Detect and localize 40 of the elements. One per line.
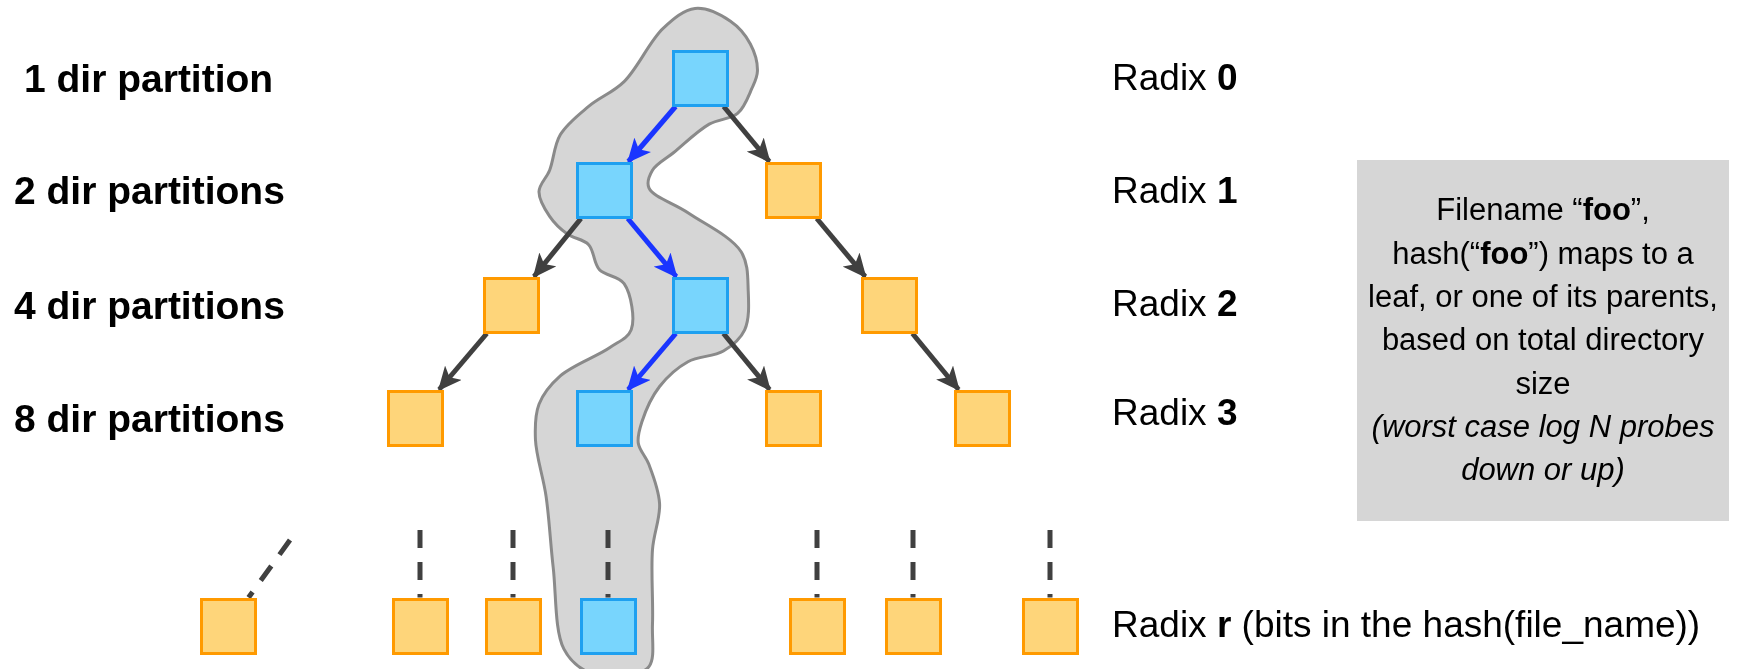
partition-box bbox=[391, 597, 449, 655]
radix-label: Radix 2 bbox=[1112, 284, 1238, 322]
partition-box bbox=[575, 161, 633, 219]
dashed-connector bbox=[510, 530, 516, 598]
partition-box bbox=[484, 597, 542, 655]
partition-box bbox=[884, 597, 942, 655]
level-label: 4 dir partitions bbox=[14, 285, 285, 325]
dashed-connector bbox=[910, 530, 916, 598]
note-text: Filename “foo”, hash(“foo”) maps to a leaf, or one of its parents, based on total directory size bbox=[1367, 191, 1719, 403]
partition-box bbox=[575, 389, 633, 447]
arrow bbox=[626, 104, 678, 164]
partition-box bbox=[953, 389, 1011, 447]
partition-box bbox=[386, 389, 444, 447]
note-panel bbox=[1357, 159, 1729, 521]
level-label: 8 dir partitions bbox=[14, 398, 285, 438]
arrow bbox=[626, 331, 678, 392]
partition-box bbox=[671, 276, 729, 334]
partition-box bbox=[199, 597, 257, 655]
note-remark: (worst case log N probes down or up) bbox=[1370, 408, 1716, 490]
partition-box bbox=[1021, 597, 1079, 655]
arrow bbox=[532, 216, 583, 279]
arrow bbox=[437, 331, 489, 392]
radix-label: Radix 1 bbox=[1112, 171, 1238, 209]
radix-label: Radix 0 bbox=[1112, 58, 1238, 96]
partition-box bbox=[764, 389, 822, 447]
dashed-connector bbox=[605, 530, 611, 598]
partition-box bbox=[788, 597, 846, 655]
partition-box bbox=[671, 49, 729, 107]
partition-box bbox=[579, 597, 637, 655]
dashed-connector bbox=[1047, 530, 1053, 598]
radix-label: Radix 3 bbox=[1112, 393, 1238, 431]
radix-label: Radix r (bits in the hash(file_name)) bbox=[1112, 605, 1701, 643]
dashed-connector bbox=[246, 538, 293, 599]
partition-box bbox=[482, 276, 540, 334]
level-label: 2 dir partitions bbox=[14, 170, 285, 210]
level-label: 1 dir partition bbox=[24, 58, 274, 98]
partition-box bbox=[860, 276, 918, 334]
partition-box bbox=[764, 161, 822, 219]
dashed-connector bbox=[814, 530, 820, 598]
dashed-connector bbox=[417, 530, 423, 598]
